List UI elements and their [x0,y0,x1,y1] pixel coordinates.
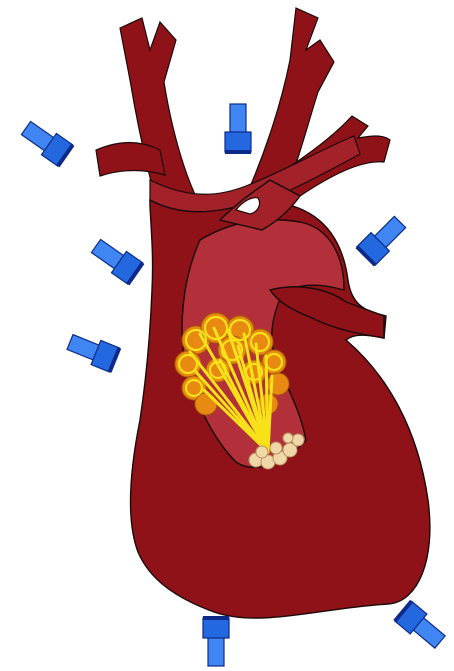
connector-top-center [225,104,251,154]
connector-icon [355,213,409,267]
connector-bottom-right [393,600,448,652]
connector-icon [203,616,229,666]
connector-right-upper [355,213,409,267]
connector-icon [65,330,121,373]
connector-bottom-center [203,616,229,666]
connector-icon [89,235,145,285]
connector-icon [19,117,75,167]
connector-icon [225,104,251,154]
connector-icon [393,600,448,652]
connector-left-lower [65,330,121,373]
connector-upper-left [19,117,75,167]
left-small-branch [96,143,165,177]
connector-left-middle [89,235,145,285]
